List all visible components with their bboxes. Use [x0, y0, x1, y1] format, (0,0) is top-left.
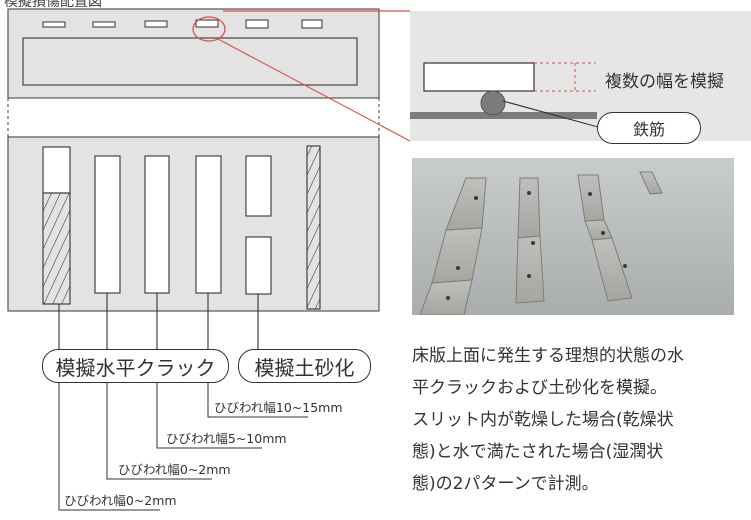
slit-partially-filled-hatched	[42, 192, 71, 305]
photo-slit-mid-1	[517, 177, 541, 239]
soil-label: 模擬土砂化	[254, 355, 355, 380]
photo-holes	[446, 191, 627, 300]
soil-box-lower	[245, 236, 272, 295]
horizontal-crack-group-label: 模擬水平クラック	[42, 349, 229, 383]
detail-circle	[192, 16, 226, 42]
photo-slit-left-3	[419, 279, 473, 315]
top-slit	[42, 21, 66, 28]
multi-width-label: 複数の幅を模擬	[605, 72, 724, 92]
top-slit	[195, 19, 219, 28]
callout-line-diagonal	[217, 38, 411, 142]
rebar-label: 鉄筋	[632, 120, 665, 139]
photo-slit-mid-2	[515, 235, 545, 304]
top-slit-row	[42, 19, 323, 29]
detail-base-plate	[410, 112, 597, 119]
slit-0-2mm	[94, 155, 121, 294]
crack-width-label-0-2-b: ひびわれ幅0~2mm	[64, 493, 177, 508]
hatched-bar	[306, 145, 321, 310]
top-slit	[245, 19, 269, 29]
horizontal-crack-label: 模擬水平クラック	[55, 355, 216, 380]
description-line: 態)と水で満たされた場合(湿潤状	[412, 442, 664, 462]
rebar-label-oval: 鉄筋	[597, 112, 701, 144]
soil-box-upper	[245, 155, 272, 217]
photo-slit-far-right	[639, 171, 663, 195]
crack-width-label-10-15: ひびわれ幅10~15mm	[214, 400, 343, 415]
slit-5-10mm	[144, 155, 170, 294]
slit-10-15mm	[195, 155, 222, 294]
slit-row	[42, 145, 321, 310]
description-block: 床版上面に発生する理想的状態の水 平クラックおよび土砂化を模擬。 スリット内が乾…	[412, 340, 748, 500]
rebar-leader	[502, 100, 599, 128]
description-line: 態)の2パターンで計測。	[412, 474, 599, 494]
slit-partially-filled-top	[42, 146, 71, 194]
top-slit	[301, 19, 323, 29]
diagram-title: 模擬損傷配置図	[4, 0, 102, 10]
top-slit	[92, 21, 116, 28]
description-line: 平クラックおよび土砂化を模擬。	[412, 378, 667, 398]
embedded-slab-rect	[22, 37, 358, 86]
group-leaders	[58, 293, 259, 349]
width-leaders	[58, 383, 308, 511]
photo-slit-right-3	[591, 237, 633, 302]
crack-width-label-0-2-a: ひびわれ幅0~2mm	[118, 462, 231, 477]
top-slit	[144, 20, 168, 28]
rebar-circle	[480, 90, 506, 116]
crack-width-label-5-10: ひびわれ幅5~10mm	[166, 431, 287, 446]
soil-group-label: 模擬土砂化	[238, 349, 371, 383]
test-slab-photo	[412, 158, 734, 315]
detail-multi-width-slit	[423, 62, 535, 92]
description-line: 床版上面に発生する理想的状態の水	[412, 346, 684, 366]
description-line: スリット内が乾燥した場合(乾燥状	[412, 410, 674, 430]
